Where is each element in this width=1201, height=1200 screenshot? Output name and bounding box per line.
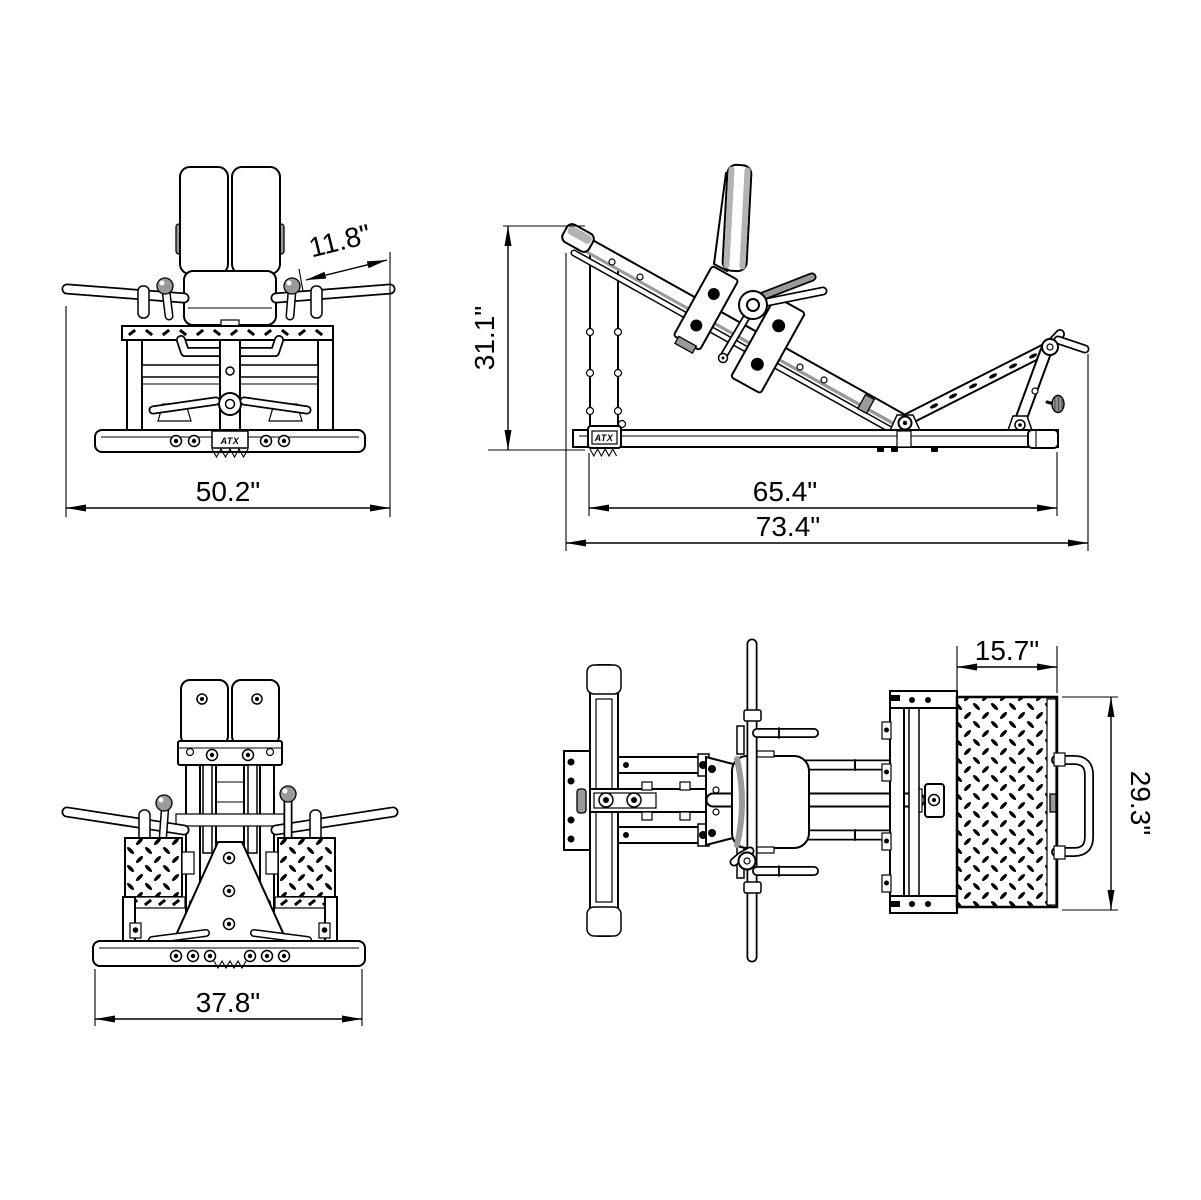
front-view: ATX 50.2" 11.8" bbox=[61, 166, 396, 517]
side-base-rail: ATX bbox=[572, 425, 1059, 458]
side-upright-post bbox=[585, 254, 627, 431]
dim-label-front-handle: 11.8" bbox=[306, 218, 374, 263]
brand-logo-side: ATX bbox=[594, 433, 614, 443]
dim-top-footplate-depth: 29.3" bbox=[1062, 696, 1156, 911]
dim-side-height: 31.1" bbox=[469, 225, 585, 451]
dim-label-side-height: 31.1" bbox=[469, 306, 500, 370]
dim-side-overall-length: 73.4" bbox=[565, 253, 1089, 551]
rear-back-pads bbox=[177, 679, 283, 766]
side-rear-linkage bbox=[886, 329, 1090, 438]
rear-view: 37.8" bbox=[61, 679, 399, 1026]
dim-label-side-overall-length: 73.4" bbox=[756, 511, 820, 542]
top-footplate bbox=[955, 695, 1094, 909]
top-view: 15.7" 29.3" bbox=[563, 635, 1156, 963]
deck-tread-marks bbox=[127, 328, 324, 337]
brand-logo-front: ATX bbox=[220, 436, 240, 446]
top-frame-tubes bbox=[589, 753, 714, 847]
rear-lower-frame bbox=[122, 841, 338, 946]
rear-base bbox=[92, 940, 366, 970]
linkage-slots bbox=[929, 353, 1038, 409]
dim-label-top-width: 15.7" bbox=[975, 635, 1039, 666]
dim-side-base-length: 65.4" bbox=[588, 452, 1058, 516]
top-right-frame bbox=[881, 690, 958, 914]
dim-front-overall-width: 50.2" bbox=[65, 252, 391, 517]
front-seat-pad bbox=[183, 270, 277, 331]
dim-label-rear-width: 37.8" bbox=[196, 987, 260, 1018]
side-carriage bbox=[673, 265, 828, 394]
side-back-pad bbox=[713, 163, 753, 273]
front-base: ATX bbox=[94, 429, 366, 459]
dim-rear-base-width: 37.8" bbox=[94, 969, 363, 1026]
front-handlebar bbox=[61, 277, 396, 321]
side-view: ATX 31.1" 65.4" 73.4" bbox=[469, 163, 1090, 551]
rear-tread-plates bbox=[124, 837, 336, 909]
top-seat-pad bbox=[731, 750, 810, 854]
dim-top-footplate-width: 15.7" bbox=[956, 635, 1058, 693]
dim-label-front-width: 50.2" bbox=[196, 476, 260, 507]
dim-label-side-base-length: 65.4" bbox=[753, 476, 817, 507]
dim-front-handle-length: 11.8" bbox=[298, 218, 388, 292]
front-back-pads bbox=[175, 166, 285, 275]
dim-label-top-depth: 29.3" bbox=[1125, 771, 1156, 835]
front-frame bbox=[126, 339, 334, 435]
top-barbell-bar bbox=[729, 638, 819, 963]
rear-columns bbox=[175, 764, 285, 916]
